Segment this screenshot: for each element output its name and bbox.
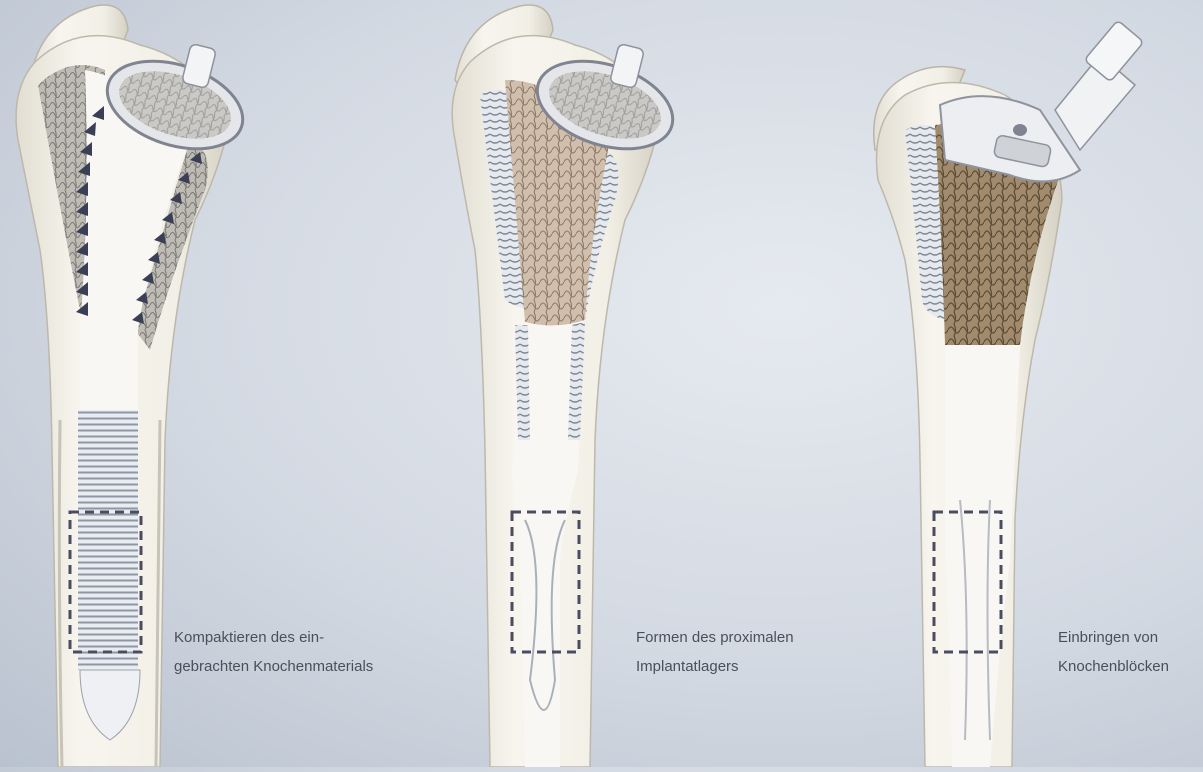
- caption-shaping-line-1: Formen des proximalen: [636, 623, 794, 652]
- caption-compaction: Kompaktieren des ein- gebrachten Knochen…: [174, 623, 373, 681]
- caption-shaping: Formen des proximalen Implantatlagers: [636, 623, 794, 681]
- caption-compaction-line-1: Kompaktieren des ein-: [174, 623, 373, 652]
- caption-bone-blocks-line-2: Knochenblöcken: [1058, 652, 1169, 681]
- caption-shaping-line-2: Implantatlagers: [636, 652, 794, 681]
- caption-bone-blocks-line-1: Einbringen von: [1058, 623, 1169, 652]
- caption-compaction-line-2: gebrachten Knochenmaterials: [174, 652, 373, 681]
- caption-bone-blocks: Einbringen von Knochenblöcken: [1058, 623, 1169, 681]
